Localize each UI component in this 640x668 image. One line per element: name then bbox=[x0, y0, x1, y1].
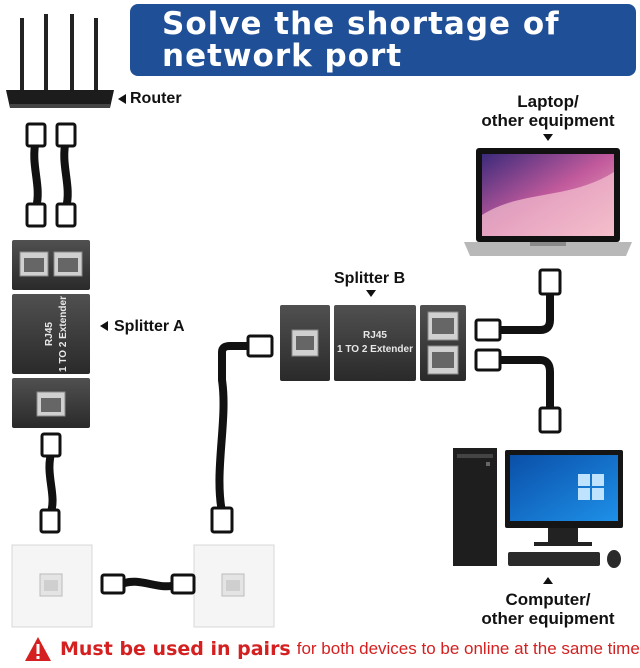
laptop-label-line-2: other equipment bbox=[481, 111, 615, 130]
cable-splitter-b-to-laptop bbox=[474, 268, 562, 342]
title-banner: Solve the shortage of network port bbox=[130, 4, 636, 76]
footer-warning: Must be used in pairs for both devices t… bbox=[24, 633, 640, 665]
title-line-2: network port bbox=[162, 38, 403, 74]
splitter-b-arrow-icon bbox=[366, 290, 376, 297]
wall-plate-right bbox=[193, 544, 275, 628]
warning-triangle-icon bbox=[25, 637, 51, 661]
rj45-plugs-top bbox=[25, 122, 77, 228]
cable-wall-to-splitter-b bbox=[210, 334, 274, 534]
splitter-b-label: Splitter B bbox=[334, 270, 406, 287]
footer-rest: for both devices to be online at the sam… bbox=[296, 639, 640, 658]
splitter-a-text-line-2: 1 TO 2 Extender bbox=[58, 296, 69, 372]
computer-arrow-icon bbox=[543, 577, 553, 584]
cable-splitter-a-to-wall bbox=[39, 432, 62, 534]
footer-emphasis: Must be used in pairs bbox=[60, 638, 291, 660]
desktop-computer bbox=[453, 448, 623, 568]
laptop-label: Laptop/ other equipment bbox=[470, 92, 626, 130]
title-line-1: Solve the shortage of bbox=[162, 6, 560, 42]
cable-router-to-splitter-a bbox=[30, 136, 72, 212]
splitter-a-arrow-icon bbox=[100, 321, 108, 331]
computer-label-line-2: other equipment bbox=[481, 609, 615, 628]
pointer-arrows bbox=[100, 94, 553, 584]
laptop-label-line-1: Laptop/ bbox=[517, 92, 579, 111]
splitter-a-label: Splitter A bbox=[114, 318, 185, 335]
splitter-b-text-line-1: RJ45 bbox=[363, 330, 387, 341]
splitter-a-device bbox=[12, 240, 90, 428]
router-device bbox=[6, 14, 114, 108]
router-label: Router bbox=[130, 90, 182, 107]
laptop-device bbox=[464, 148, 632, 256]
laptop-arrow-icon bbox=[543, 134, 553, 141]
splitter-b-device bbox=[280, 305, 466, 381]
router-arrow-icon bbox=[118, 94, 126, 104]
computer-label-line-1: Computer/ bbox=[505, 590, 591, 609]
computer-label: Computer/ other equipment bbox=[470, 590, 626, 628]
splitter-a-text-line-1: RJ45 bbox=[44, 322, 55, 346]
wall-plate-left bbox=[11, 544, 93, 628]
cable-wall-to-wall bbox=[100, 573, 196, 595]
splitter-b-text-line-2: 1 TO 2 Extender bbox=[337, 344, 413, 355]
cable-splitter-b-to-computer bbox=[474, 348, 562, 434]
